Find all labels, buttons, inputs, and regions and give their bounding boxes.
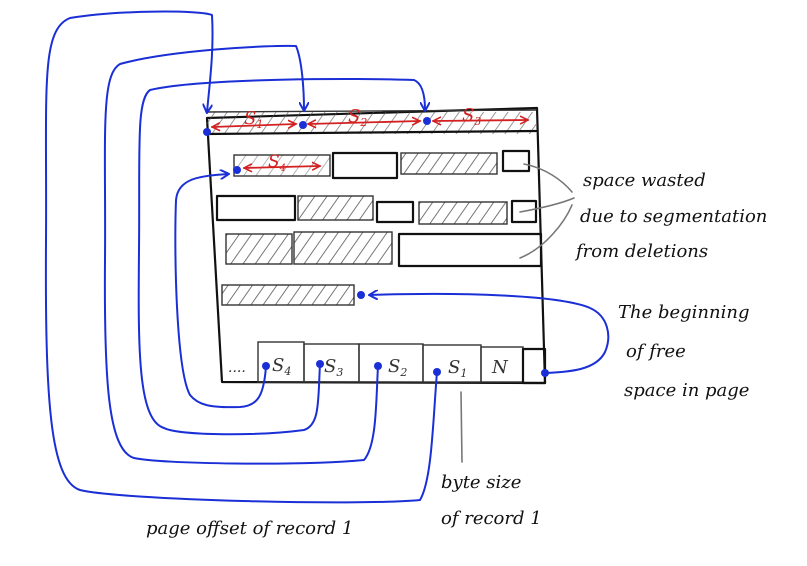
pointer-free-space [357, 291, 610, 377]
pointer-s2 [103, 44, 382, 465]
wasted-line-3: from deletions [574, 241, 708, 262]
record-label-s3: S3 [462, 105, 481, 128]
record-label-s4: S4 [268, 152, 286, 174]
record-span-s1: S1 [212, 108, 296, 131]
slot-label-s1: S1 [448, 357, 467, 380]
record-row-1: S4 [233, 149, 531, 180]
free-line-1: The beginning [618, 302, 749, 323]
note-page-offset: page offset of record 1 [146, 518, 353, 539]
directory-ellipsis: .... [228, 360, 246, 376]
note-byte-size: byte size of record 1 [441, 472, 542, 529]
pointer-s4 [174, 166, 270, 409]
record-span-s2: S2 [308, 106, 420, 129]
record-label-s1: S1 [244, 108, 263, 131]
byte-line-2: of record 1 [441, 508, 542, 529]
pointer-s1 [44, 10, 441, 504]
byte-size-leader [460, 391, 463, 463]
record-row-4 [221, 284, 355, 306]
pointer-s3 [137, 78, 431, 436]
wasted-line-1: space wasted [583, 170, 706, 191]
record-row-3 [225, 231, 543, 268]
record-label-s2: S2 [348, 106, 367, 129]
note-free-space: The beginning of free space in page [618, 302, 749, 401]
free-line-3: space in page [624, 380, 749, 401]
slot-label-s4: S4 [272, 355, 291, 378]
byte-line-1: byte size [441, 472, 521, 493]
offset-line: page offset of record 1 [146, 518, 353, 539]
free-line-2: of free [626, 341, 686, 362]
slot-label-s2: S2 [388, 356, 407, 379]
slot-directory: .... S4 S3 S2 S1 N [228, 341, 547, 385]
note-wasted-space: space wasted due to segmentation from de… [574, 170, 767, 262]
wasted-space-leaders [519, 163, 575, 259]
record-span-s3: S3 [433, 105, 528, 128]
record-row-2 [215, 194, 538, 225]
slot-count-n: N [491, 357, 509, 378]
wasted-line-2: due to segmentation [580, 206, 767, 227]
slot-label-s3: S3 [324, 356, 343, 379]
